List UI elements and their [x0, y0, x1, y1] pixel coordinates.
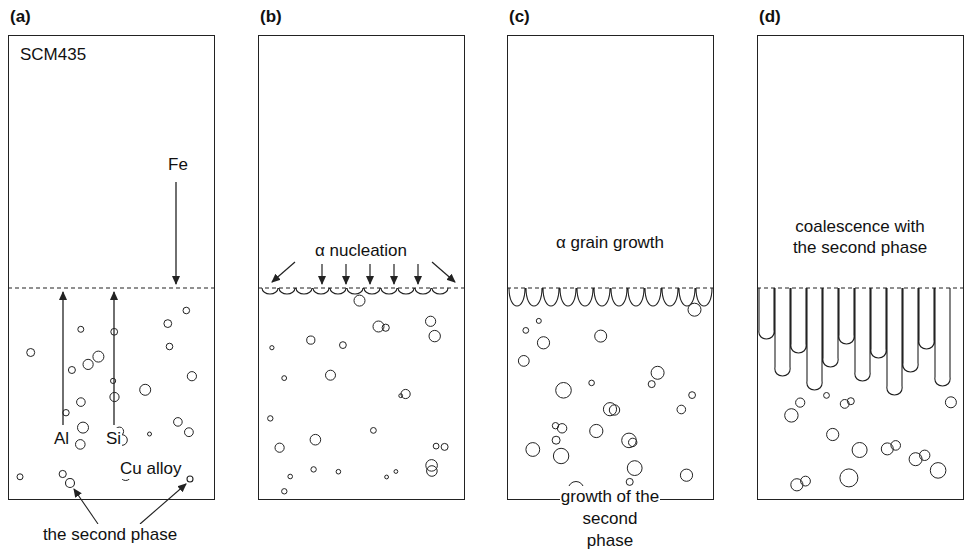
interface-line: [8, 287, 964, 288]
material-label: Cu alloy: [119, 458, 182, 479]
stage-label: α grain growth: [555, 232, 665, 253]
diffusion-arrows: [63, 182, 176, 425]
annotation-label: growth of the second phase: [560, 486, 660, 552]
element-label: Si: [105, 428, 122, 449]
element-label: Al: [53, 428, 70, 449]
panel-heading: (a): [9, 6, 32, 27]
panel-heading: (c): [508, 6, 531, 27]
panel-heading: (d): [758, 6, 782, 27]
stage-panel: (d)coalescence with the second phase: [757, 35, 964, 500]
second-phase-particles: [17, 295, 956, 497]
stage-panel: (a)SCM435FeAlSiCu alloy: [8, 35, 215, 500]
stage-panel: (c)α grain growth: [507, 35, 714, 500]
material-label: SCM435: [19, 44, 87, 65]
stage-label: coalescence with the second phase: [783, 216, 937, 258]
alpha-grains: [262, 288, 950, 395]
annotation-label: the second phase: [15, 524, 205, 546]
leader-arrows: [66, 476, 194, 524]
nucleation-arrows: [272, 262, 455, 284]
element-label: Fe: [167, 154, 189, 175]
stage-panel: (b)α nucleation: [258, 35, 465, 500]
stage-label: α nucleation: [314, 240, 408, 261]
panel-heading: (b): [259, 6, 283, 27]
